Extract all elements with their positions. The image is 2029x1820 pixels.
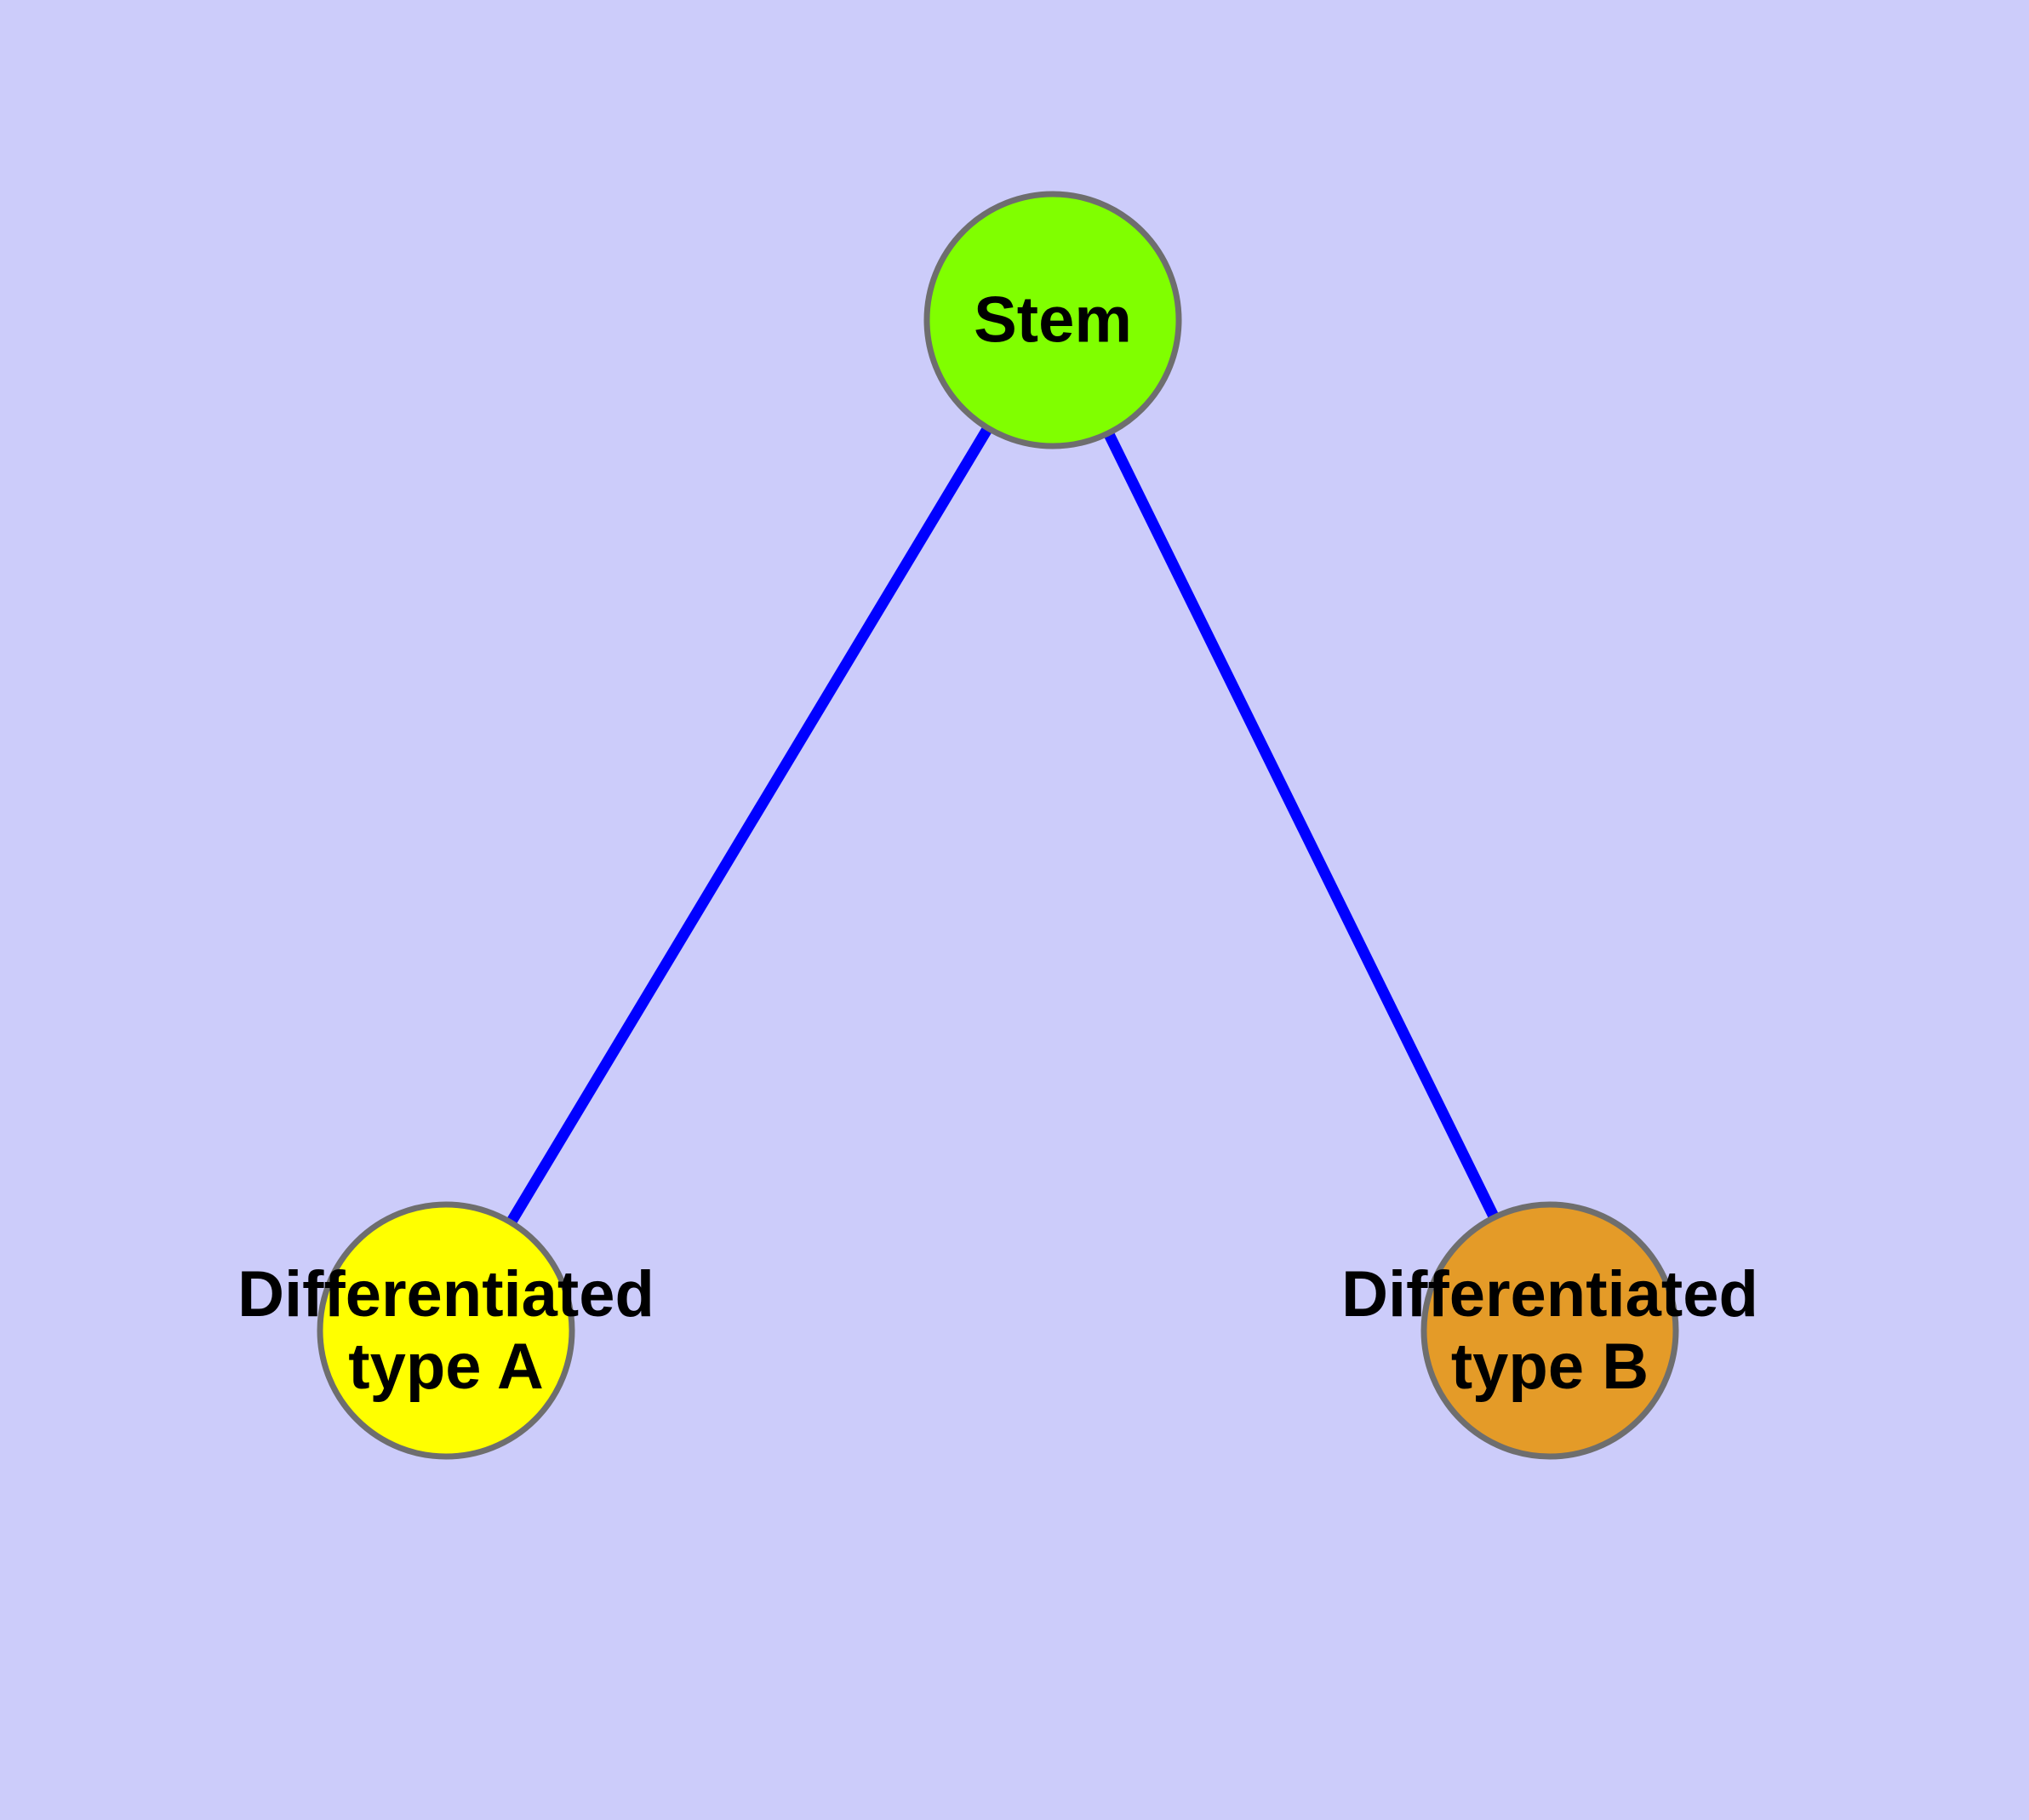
edge-stem-to-differentiated-type-a[interactable] [505,423,994,1228]
edge-stem-to-differentiated-type-b[interactable] [1102,429,1500,1222]
node-circle-differentiated-type-b[interactable] [1420,1201,1679,1460]
node-circle-differentiated-type-a[interactable] [317,1201,575,1460]
node-circle-stem[interactable] [923,191,1182,449]
nodes-layer [317,191,1679,1460]
edges-layer [505,423,1500,1228]
